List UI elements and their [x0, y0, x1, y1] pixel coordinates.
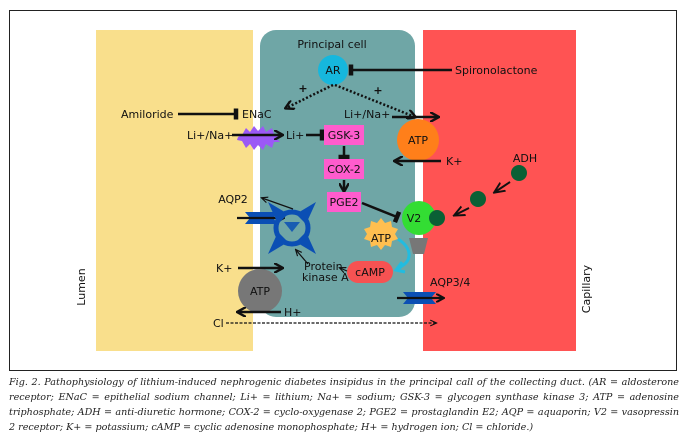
gsk3-box: [324, 125, 364, 145]
camp-arrowhead: [393, 261, 406, 274]
adh-molecule: [470, 191, 486, 207]
camp-molecule: [347, 261, 393, 283]
pka-label-line1: Protein: [304, 260, 343, 273]
pump-atp-label: ATP: [408, 134, 428, 147]
atp-to-camp-arrow: [396, 237, 411, 272]
pka-to-aqp2-arrow: [262, 198, 294, 210]
figure-caption: Fig. 2. Pathophysiology of lithium-induc…: [9, 377, 679, 433]
adh-bound-molecule: [429, 210, 445, 226]
v2-receptor-base: [409, 238, 428, 254]
v2-label: V2: [407, 212, 422, 225]
v2-receptor: [402, 201, 436, 235]
amiloride-label: Amiloride: [121, 108, 174, 121]
capillary-region: [423, 30, 576, 351]
basolateral-li-na-label: Li+/Na+: [344, 108, 390, 121]
pka-label-line2: kinase A: [302, 271, 349, 284]
pge2-box: [327, 192, 361, 212]
pka-label-pointer: [296, 250, 309, 265]
figure-frame: [9, 10, 677, 371]
basolateral-k-label: K+: [446, 155, 462, 168]
apical-atp-label: ATP: [250, 285, 270, 298]
pge2-label: PGE2: [329, 196, 358, 209]
camp-label: cAMP: [355, 266, 385, 279]
aqp2-label: AQP2: [218, 193, 248, 206]
lumen-li-na-label: Li+/Na+: [187, 129, 233, 142]
plus-sign-right: +: [373, 84, 382, 97]
cell-atp-label: ATP: [371, 232, 391, 245]
cox2-label: COX-2: [327, 163, 361, 176]
camp-to-pka-arrow: [340, 268, 348, 271]
ar-label: AR: [325, 64, 341, 77]
plus-sign-left: +: [298, 82, 307, 95]
principal-cell-label: Principal cell: [297, 38, 366, 51]
aqp34-label: AQP3/4: [430, 276, 470, 289]
cl-label: Cl: [213, 317, 224, 330]
adh-molecule: [511, 165, 527, 181]
lumen-label: Lumen: [75, 268, 88, 305]
na-k-atpase-pump: [397, 119, 439, 161]
adh-label: ADH: [513, 152, 537, 165]
ar-to-enac-arrow: [286, 83, 334, 108]
aldosterone-receptor: [318, 55, 348, 85]
cox2-box: [324, 159, 364, 179]
h-k-atpase-pump: [238, 269, 282, 313]
protein-kinase-a-shape: [268, 202, 316, 254]
adh-arrow-1: [495, 181, 511, 192]
adh-arrow-2: [455, 208, 470, 215]
enac-label: ENaC: [242, 108, 272, 121]
atp-burst: [364, 218, 398, 250]
apical-k-label: K+: [216, 262, 232, 275]
pathophysiology-diagram: Lumen Capillary Principal cell AR Spiron…: [75, 30, 593, 351]
lumen-region: [96, 30, 253, 351]
enac-channel-burst: [237, 126, 280, 150]
spironolactone-label: Spironolactone: [455, 64, 538, 77]
h-label: H+: [284, 306, 302, 319]
capillary-label: Capillary: [580, 264, 593, 313]
gsk3-label: GSK-3: [328, 129, 361, 142]
pge2-v2-inhibition-line: [361, 201, 402, 224]
intracellular-li-label: Li+: [286, 129, 304, 142]
